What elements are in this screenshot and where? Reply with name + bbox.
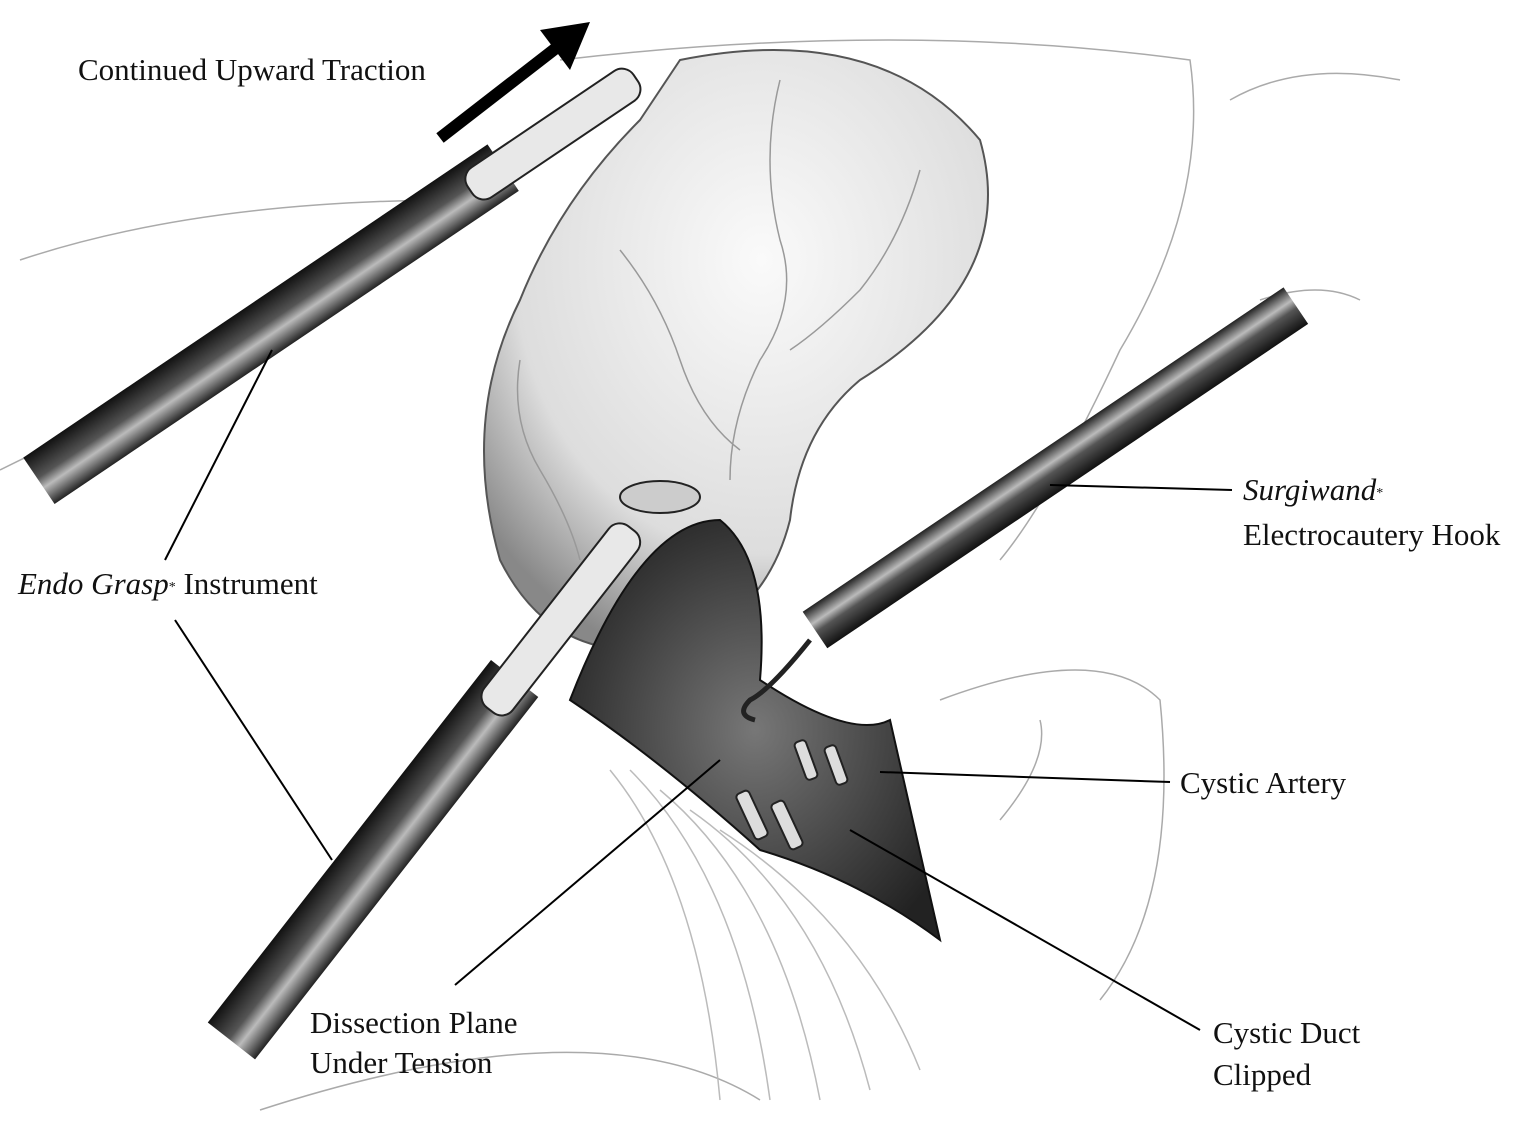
leader-surgiwand [1049, 484, 1233, 491]
calot-triangle [568, 518, 942, 943]
electrocautery-hook-instrument [741, 287, 1309, 723]
label-cystic-duct: Cystic Duct [1213, 1015, 1361, 1050]
label-under-tension: Under Tension [310, 1045, 493, 1080]
leader-dissection-plane [454, 759, 721, 986]
label-surgiwand: Surgiwand* [1243, 470, 1383, 510]
gallbladder-vessels [516, 79, 921, 561]
leader-cystic-duct [849, 829, 1201, 1031]
label-clipped: Clipped [1213, 1057, 1312, 1092]
upper-grasper-instrument [23, 67, 642, 504]
label-endograsp: Endo Grasp* Instrument [18, 564, 318, 604]
leader-endograsp-lower [174, 619, 333, 861]
clips [735, 739, 849, 851]
label-cystic-artery: Cystic Artery [1180, 765, 1347, 800]
label-endograsp-name: Endo Grasp [18, 566, 169, 601]
label-endograsp-desc: Instrument [175, 566, 318, 601]
leader-endograsp-upper [164, 349, 273, 561]
trademark-mark: * [168, 580, 176, 595]
peritoneal-fibers [609, 769, 921, 1101]
traction-arrow [436, 22, 590, 143]
trademark-mark: * [1376, 486, 1384, 501]
leader-lines [164, 349, 1233, 1031]
label-traction: Continued Upward Traction [78, 52, 426, 87]
label-surgiwand-name: Surgiwand [1243, 472, 1377, 507]
label-dissection-plane: Dissection Plane [310, 1005, 518, 1040]
lower-grasper-instrument [207, 480, 701, 1060]
leader-cystic-artery [879, 771, 1171, 783]
label-electrocautery-hook: Electrocautery Hook [1243, 517, 1501, 552]
